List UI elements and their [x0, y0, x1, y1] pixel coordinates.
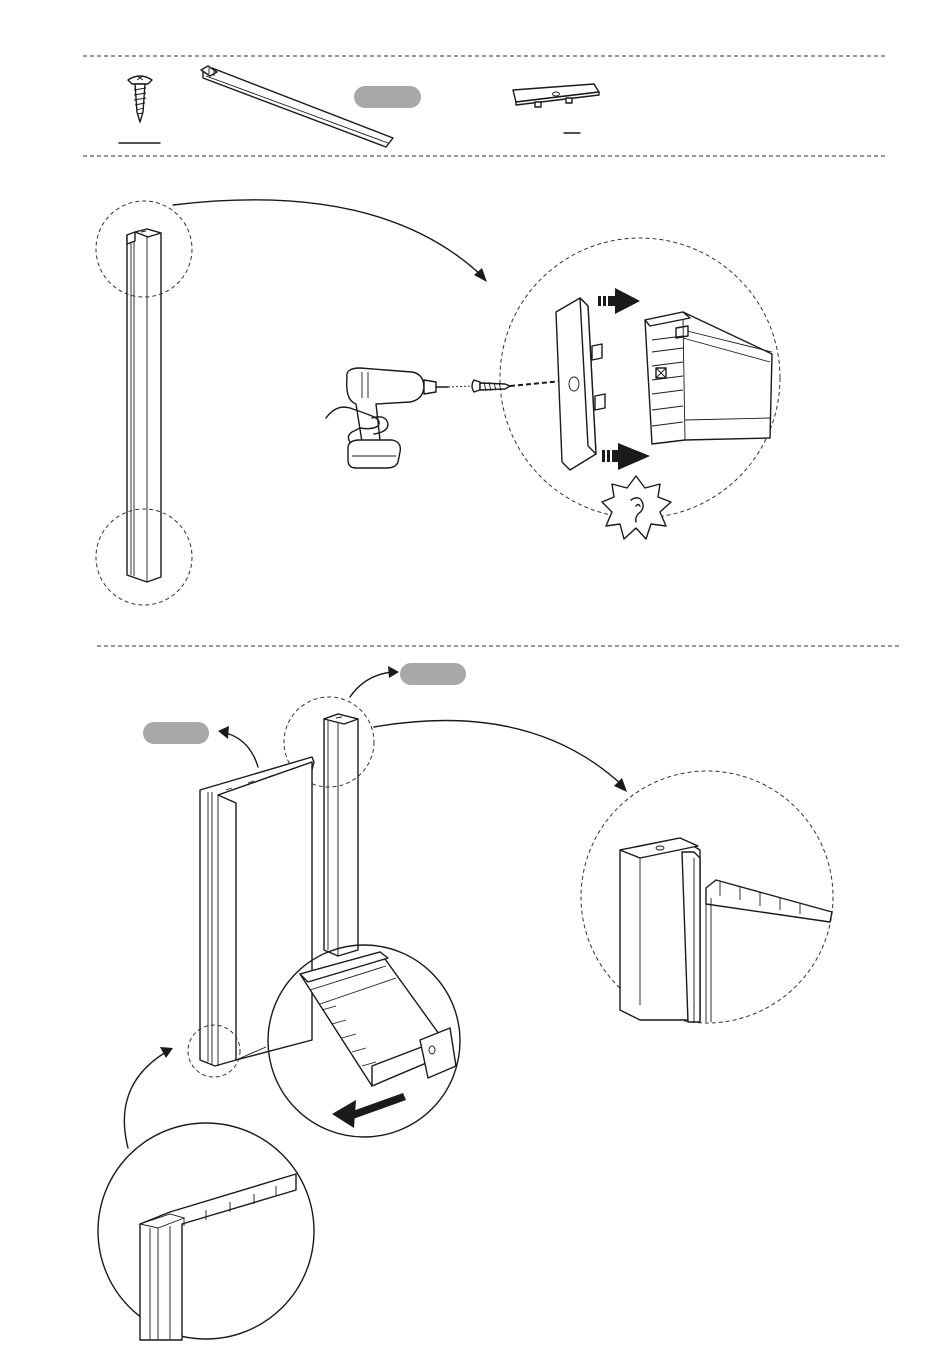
zoom-rail-profile	[645, 312, 772, 444]
zoom-end-cap	[556, 298, 605, 470]
panel-slide-zoom-detail	[300, 952, 456, 1086]
parts-row	[83, 56, 888, 156]
panel-profile-zoom-callout	[98, 1123, 314, 1339]
drill-axis-guide	[448, 386, 472, 387]
screw-part	[119, 76, 160, 143]
post-top-zoom-detail	[620, 838, 832, 1022]
push-arrow-bottom	[602, 443, 650, 470]
zoom-screw	[472, 380, 510, 392]
post-reference-label	[400, 663, 466, 685]
wall-panel	[200, 757, 314, 1066]
zoom-arrow	[173, 200, 482, 276]
slide-arrow	[332, 1093, 406, 1128]
post	[127, 229, 161, 582]
rail-reference-label	[354, 86, 421, 108]
step-1	[96, 200, 780, 605]
click-sound-indicator	[602, 476, 671, 539]
panel-profile-zoom-detail	[140, 1174, 296, 1340]
panel-reference-label	[143, 722, 209, 744]
end-cap-part	[513, 84, 599, 133]
standing-post	[324, 714, 358, 956]
push-arrow-top	[598, 288, 640, 314]
screw-path-guide	[510, 381, 562, 386]
drill	[326, 368, 448, 468]
step-2	[98, 663, 833, 1340]
